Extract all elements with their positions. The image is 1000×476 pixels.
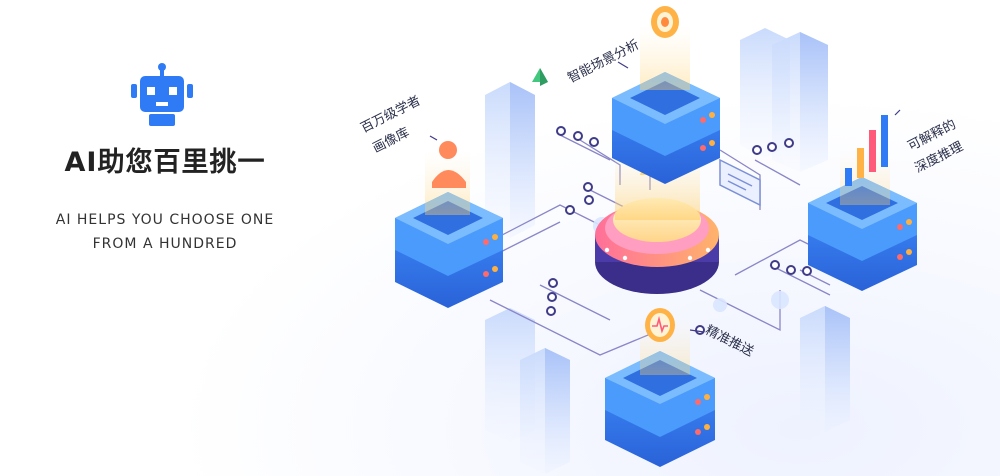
hero-title: AI助您百里挑一: [64, 147, 266, 178]
hero-subtitle-line-2: FROM A HUNDRED: [92, 236, 238, 252]
pulse-badge-icon: [640, 308, 690, 375]
user-icon: [425, 141, 470, 215]
hero-subtitle: AI HELPS YOU CHOOSE ONE FROM A HUNDRED: [30, 208, 300, 256]
pillar-group: [485, 28, 850, 474]
server-bottom: [605, 351, 715, 467]
connector-dots: [546, 126, 812, 335]
robot-icon: [131, 63, 193, 126]
hero-subtitle-line-1: AI HELPS YOU CHOOSE ONE: [55, 212, 275, 228]
target-coin-icon: [640, 6, 690, 90]
chat-bubble-icon: [719, 158, 761, 207]
leader-lines: [429, 61, 901, 333]
bar-chart-icon: [840, 115, 890, 205]
pyramid-icon: [532, 68, 548, 86]
